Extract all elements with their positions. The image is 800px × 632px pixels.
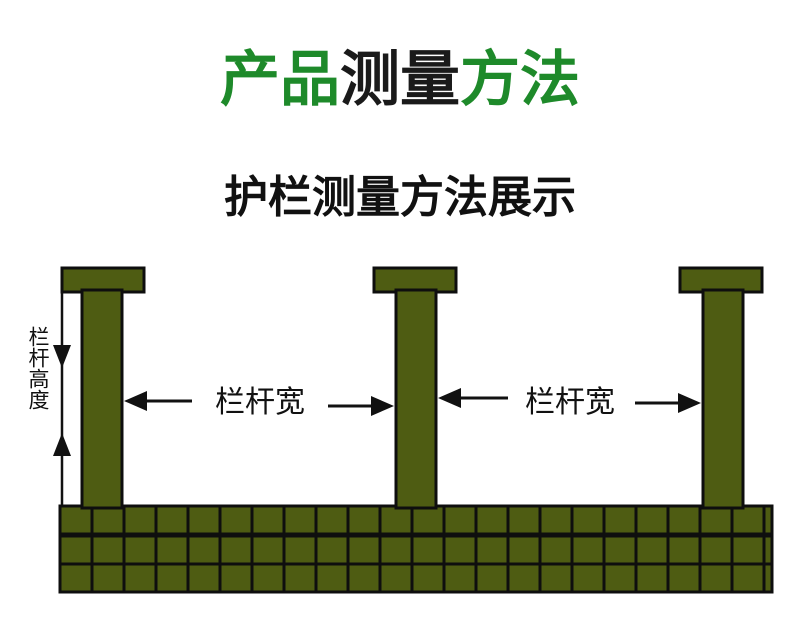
brick [314, 562, 350, 594]
brick [282, 562, 318, 594]
brick [250, 504, 286, 536]
brick [538, 562, 574, 594]
brick [218, 562, 254, 594]
brick [58, 562, 94, 594]
post-left [60, 266, 146, 510]
brick [602, 534, 638, 566]
post-middle [372, 266, 458, 510]
brick [730, 562, 766, 594]
brick [218, 504, 254, 536]
brick [218, 534, 254, 566]
brick [346, 534, 382, 566]
brick [634, 534, 670, 566]
arrow-right-icon [678, 393, 701, 413]
brick [506, 504, 542, 536]
brick [506, 562, 542, 594]
brick [698, 534, 734, 566]
arrow-up-icon [53, 433, 71, 456]
brick [442, 562, 478, 594]
brick [762, 562, 774, 594]
brick [730, 504, 766, 536]
subtitle: 护栏测量方法展示 [224, 172, 576, 223]
title-part-method: 方法 [460, 45, 580, 115]
brick [698, 504, 734, 536]
brick [570, 504, 606, 536]
width-measure-right: 栏杆宽 [438, 385, 701, 420]
brick [90, 562, 126, 594]
brick [346, 504, 382, 536]
width-label-right: 栏杆宽 [525, 385, 615, 420]
brick [538, 504, 574, 536]
brick [378, 534, 414, 566]
brick [58, 534, 94, 566]
brick [410, 562, 446, 594]
brick [442, 534, 478, 566]
brick [410, 534, 446, 566]
brick [442, 504, 478, 536]
brick [122, 534, 158, 566]
brick [602, 504, 638, 536]
arrow-left-icon [438, 388, 461, 408]
brick [474, 562, 510, 594]
width-measure-left: 栏杆宽 [124, 385, 394, 420]
brick [666, 504, 702, 536]
width-label-left: 栏杆宽 [215, 385, 305, 420]
brick [314, 504, 350, 536]
brick [666, 534, 702, 566]
brick [154, 534, 190, 566]
brick [154, 504, 190, 536]
brick [346, 562, 382, 594]
brick [634, 562, 670, 594]
brick [378, 562, 414, 594]
brick-base [58, 504, 774, 594]
brick [474, 504, 510, 536]
brick [314, 534, 350, 566]
brick [122, 562, 158, 594]
brick [186, 562, 222, 594]
arrow-left-icon [124, 391, 147, 411]
brick [282, 504, 318, 536]
arrow-right-icon [371, 396, 394, 416]
brick [250, 562, 286, 594]
brick [666, 562, 702, 594]
brick [506, 534, 542, 566]
brick [762, 534, 774, 566]
brick [474, 534, 510, 566]
brick [570, 534, 606, 566]
brick [634, 504, 670, 536]
brick [730, 534, 766, 566]
height-measure: 栏杆高度 [26, 292, 71, 505]
post-right [678, 266, 764, 510]
brick [602, 562, 638, 594]
brick [186, 504, 222, 536]
brick [410, 504, 446, 536]
brick [250, 534, 286, 566]
arrow-down-icon [53, 345, 71, 368]
brick [538, 534, 574, 566]
title-part-measure: 测量 [340, 45, 460, 115]
brick [186, 534, 222, 566]
brick [58, 504, 94, 536]
brick [570, 562, 606, 594]
title-part-product: 产品 [220, 45, 340, 115]
main-title: 产品测量方法 [220, 45, 580, 115]
brick [154, 562, 190, 594]
brick [378, 504, 414, 536]
brick [698, 562, 734, 594]
brick [122, 504, 158, 536]
height-label: 栏杆高度 [26, 326, 50, 410]
brick [282, 534, 318, 566]
brick [90, 504, 126, 536]
brick [762, 504, 774, 536]
brick [90, 534, 126, 566]
